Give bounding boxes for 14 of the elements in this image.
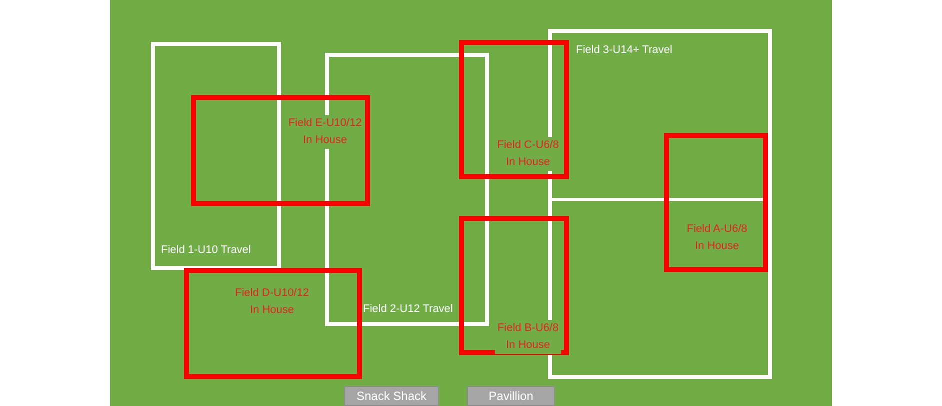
field-label: Field 2-U12 Travel [363, 302, 454, 317]
field-outline [664, 133, 768, 272]
building-label-box: Snack Shack [344, 386, 439, 406]
field-outline [191, 95, 370, 206]
field-label: Field C-U6/8 In House [495, 137, 561, 171]
field-label: Field 1-U10 Travel [161, 243, 252, 258]
building-label-box: Pavillion [467, 386, 555, 406]
field-outline [151, 42, 281, 270]
field-label: Field 3-U14+ Travel [576, 43, 674, 58]
field-outline [184, 268, 362, 379]
field-outline [459, 216, 569, 355]
field-outline [459, 40, 569, 179]
field-label: Field E-U10/12 In House [288, 115, 362, 149]
field-label: Field B-U6/8 In House [495, 320, 561, 354]
